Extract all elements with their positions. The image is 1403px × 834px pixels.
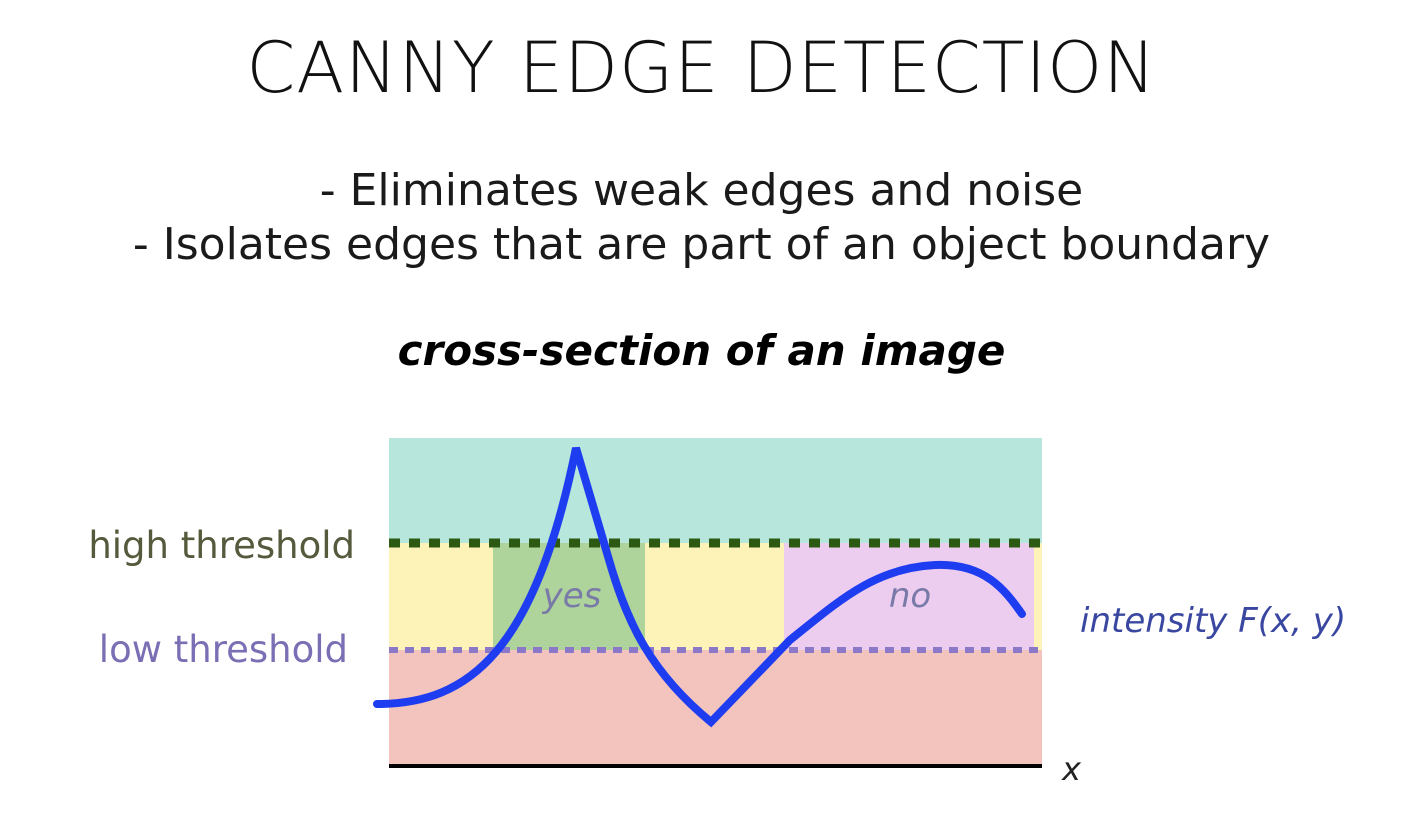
low-threshold-label: low threshold — [99, 628, 348, 671]
no-label: no — [889, 576, 931, 616]
bullet-list: - Eliminates weak edges and noise - Isol… — [0, 164, 1403, 272]
bullet-item: - Isolates edges that are part of an obj… — [132, 219, 1271, 270]
yes-label: yes — [542, 576, 602, 616]
x-axis-label: x — [1061, 750, 1082, 788]
bullet-item: - Eliminates weak edges and noise — [319, 165, 1084, 216]
no-region — [784, 543, 1034, 650]
below-low-band — [389, 650, 1042, 765]
diagram-subtitle: cross-section of an image — [397, 326, 1006, 375]
intensity-label: intensity F(x, y) — [1080, 601, 1346, 641]
above-high-band — [389, 438, 1042, 543]
high-threshold-label: high threshold — [88, 524, 355, 567]
intensity-curve — [373, 446, 1026, 728]
slide-title: CANNY EDGE DETECTION — [246, 27, 1157, 109]
